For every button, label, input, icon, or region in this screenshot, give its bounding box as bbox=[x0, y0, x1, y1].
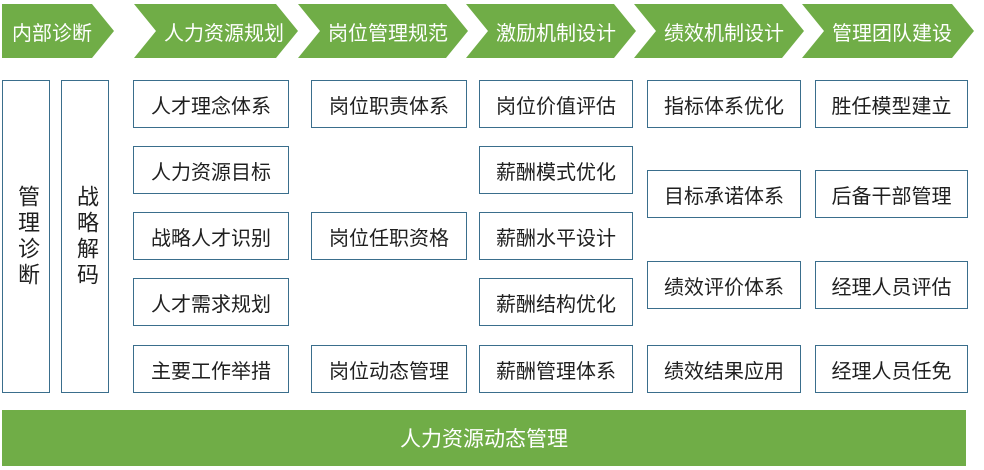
position-mgmt-item: 岗位职责体系 bbox=[311, 80, 467, 128]
incentive-item: 薪酬结构优化 bbox=[479, 278, 633, 326]
performance-item: 绩效结果应用 bbox=[647, 345, 801, 393]
diagnosis-strategy-box: 战略解码 bbox=[61, 80, 109, 393]
stage-arrow-team-building: 管理团队建设 bbox=[802, 4, 974, 58]
hr-planning-item: 人才需求规划 bbox=[133, 278, 289, 326]
hr-planning-item: 主要工作举措 bbox=[133, 345, 289, 393]
stage-arrow-performance: 绩效机制设计 bbox=[634, 4, 804, 58]
diagnosis-strategy-label: 战略解码 bbox=[73, 184, 98, 289]
footer-bar: 人力资源动态管理 bbox=[2, 410, 966, 466]
diagnosis-management-box: 管理诊断 bbox=[2, 80, 50, 393]
stage-arrow-position-mgmt: 岗位管理规范 bbox=[298, 4, 468, 58]
team-building-item: 经理人员任免 bbox=[815, 345, 968, 393]
incentive-item: 薪酬模式优化 bbox=[479, 146, 633, 194]
hr-planning-item: 人才理念体系 bbox=[133, 80, 289, 128]
performance-item: 目标承诺体系 bbox=[647, 170, 801, 218]
performance-item: 绩效评价体系 bbox=[647, 261, 801, 309]
stage-arrow-hr-planning: 人力资源规划 bbox=[134, 4, 298, 58]
position-mgmt-item: 岗位任职资格 bbox=[311, 212, 467, 260]
position-mgmt-item: 岗位动态管理 bbox=[311, 345, 467, 393]
team-building-item: 胜任模型建立 bbox=[815, 80, 968, 128]
hr-planning-item: 人力资源目标 bbox=[133, 146, 289, 194]
team-building-item: 经理人员评估 bbox=[815, 261, 968, 309]
incentive-item: 薪酬管理体系 bbox=[479, 345, 633, 393]
diagnosis-management-label: 管理诊断 bbox=[14, 184, 39, 289]
team-building-item: 后备干部管理 bbox=[815, 170, 968, 218]
hr-planning-item: 战略人才识别 bbox=[133, 212, 289, 260]
stage-arrow-incentive: 激励机制设计 bbox=[466, 4, 636, 58]
stage-arrow-diagnosis: 内部诊断 bbox=[2, 4, 114, 58]
incentive-item: 薪酬水平设计 bbox=[479, 212, 633, 260]
incentive-item: 岗位价值评估 bbox=[479, 80, 633, 128]
performance-item: 指标体系优化 bbox=[647, 80, 801, 128]
